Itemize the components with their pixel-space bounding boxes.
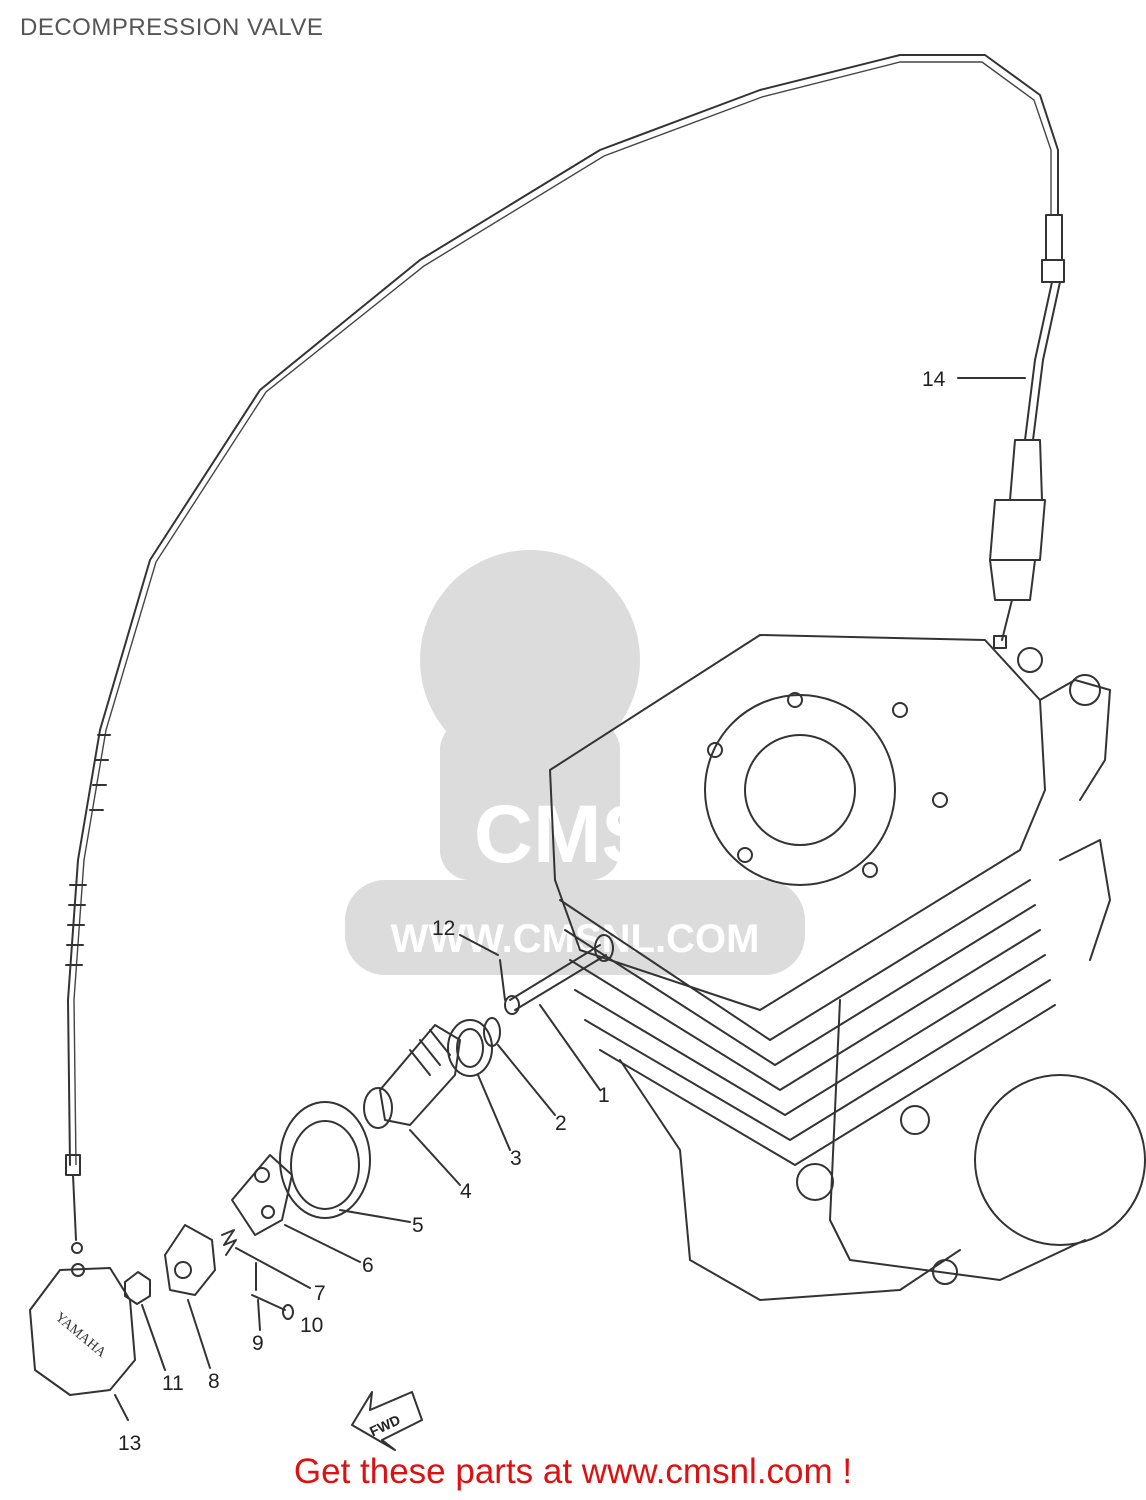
callout-9: 9 — [252, 1332, 264, 1355]
part-2-o-ring — [483, 1017, 556, 1116]
watermark-logo: CMS — [474, 789, 656, 880]
parts-link-footer: Get these parts at www.cmsnl.com ! — [293, 1452, 853, 1491]
engine-cylinder — [549, 634, 1146, 1301]
part-12-clip — [459, 934, 506, 1001]
forward-arrow-icon: FWD — [351, 1391, 423, 1451]
callout-5: 5 — [412, 1214, 424, 1237]
decompression-cable — [65, 54, 1065, 1254]
part-9-pin — [255, 1262, 261, 1331]
callout-12: 12 — [432, 917, 455, 940]
part-10-bolt — [251, 1294, 294, 1320]
callout-8: 8 — [208, 1370, 220, 1393]
watermark-url: WWW.CMSNL.COM — [391, 917, 760, 961]
callout-10: 10 — [300, 1314, 323, 1337]
part-6-lever — [231, 1154, 361, 1263]
part-7-spring — [221, 1229, 311, 1289]
diagram-title: DECOMPRESSION VALVE — [20, 14, 324, 41]
part-11-nut — [124, 1271, 166, 1371]
callout-4: 4 — [460, 1180, 472, 1203]
part-1-shaft — [504, 934, 614, 1091]
part-8-bracket — [164, 1224, 216, 1369]
callout-1: 1 — [598, 1084, 610, 1107]
part-4-valve-body — [363, 1024, 461, 1186]
callout-6: 6 — [362, 1254, 374, 1277]
part-3-washer — [447, 1019, 511, 1151]
callout-labels: 1 2 3 4 5 6 7 8 9 10 11 12 13 14 — [118, 368, 946, 1455]
cms-watermark: CMS WWW.CMSNL.COM — [345, 550, 805, 975]
callout-11: 11 — [162, 1372, 184, 1395]
callout-14: 14 — [922, 368, 946, 391]
cover-brand-text: YAMAHA — [52, 1310, 109, 1362]
callout-7: 7 — [314, 1282, 326, 1305]
forward-arrow-label: FWD — [367, 1411, 403, 1439]
callout-13: 13 — [118, 1432, 141, 1455]
part-13-knob-cover: YAMAHA — [29, 1263, 136, 1421]
callout-3: 3 — [510, 1147, 522, 1170]
callout-2: 2 — [555, 1112, 567, 1135]
part-5-cover-plate — [279, 1101, 411, 1223]
